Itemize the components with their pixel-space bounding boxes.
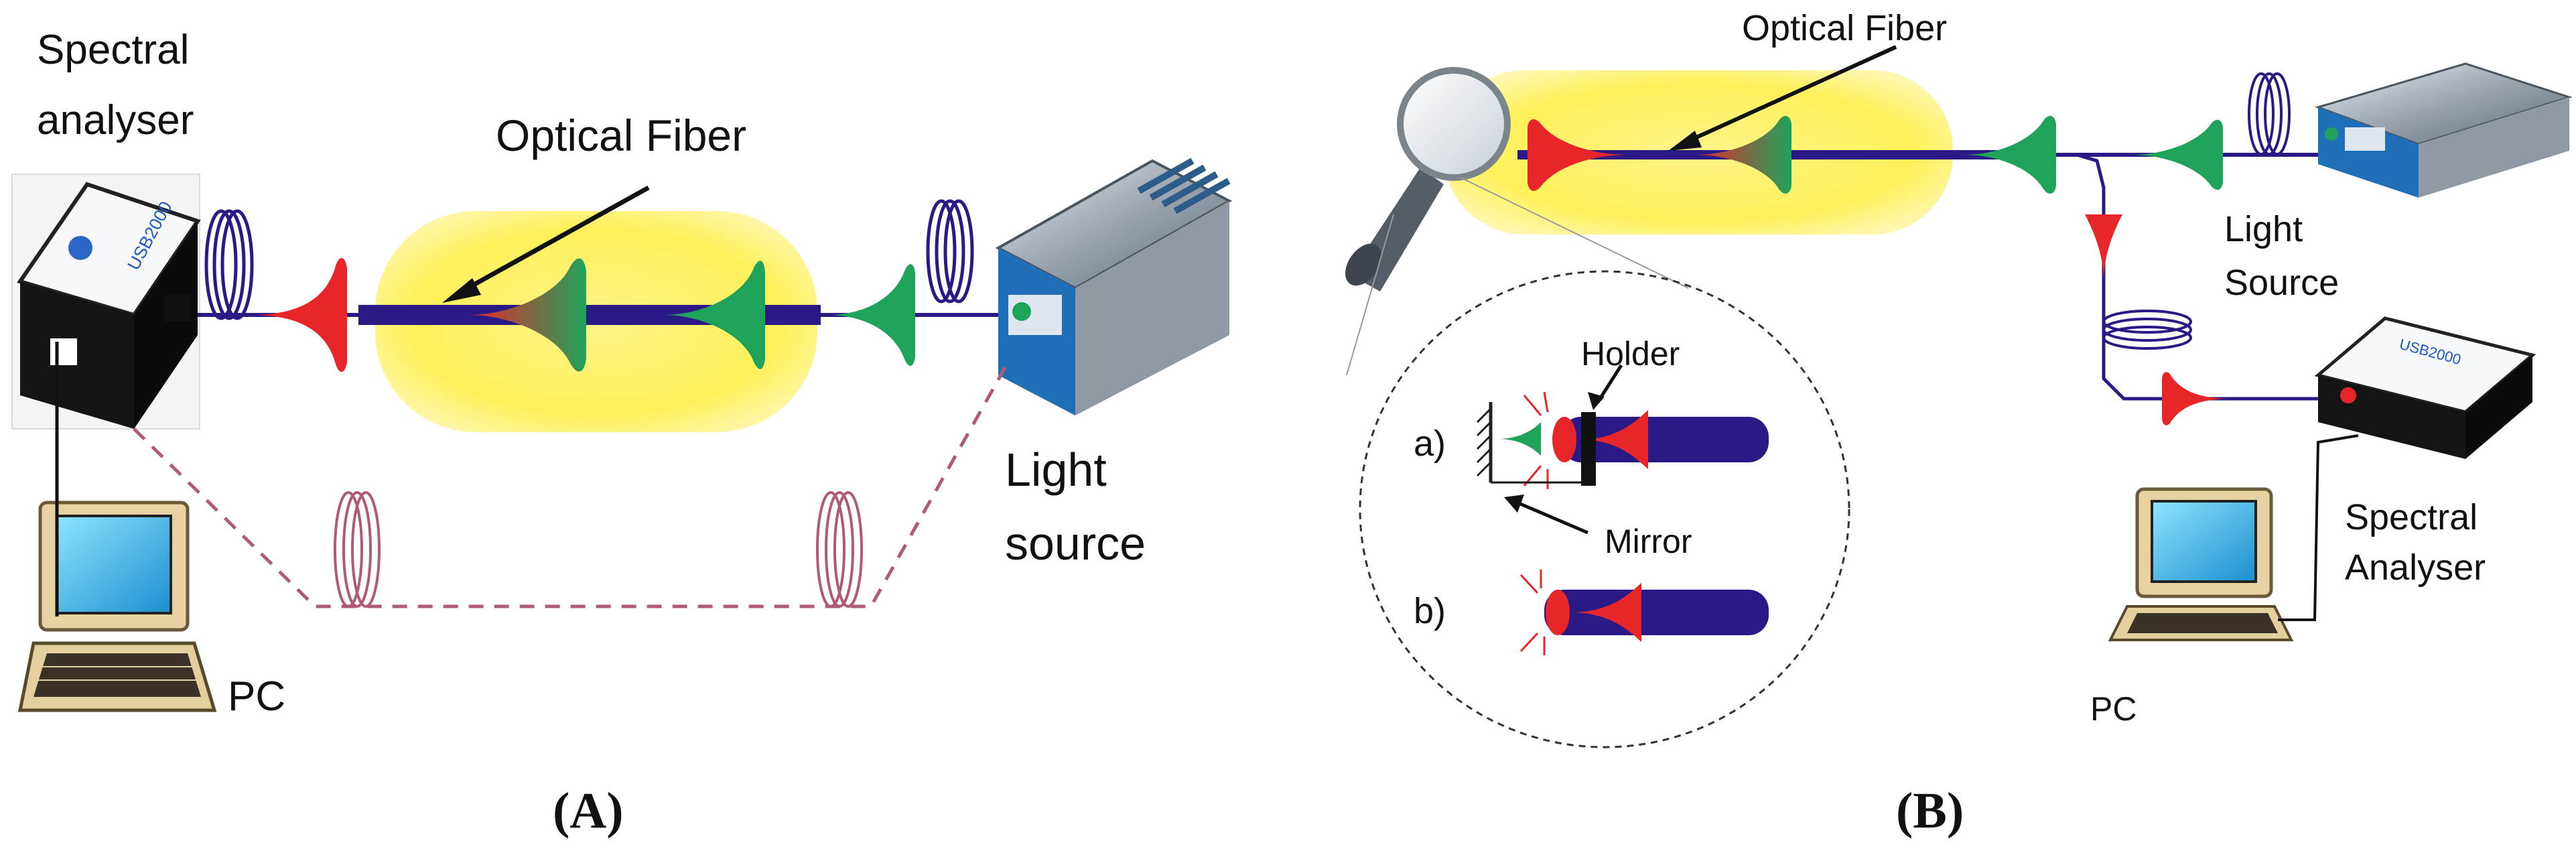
green-signal-a2 <box>827 264 915 367</box>
spectral-label-b-line2: Analyser <box>2345 547 2486 588</box>
pc-a <box>17 501 217 712</box>
detail-a <box>1476 391 1769 489</box>
spectral-analyser-device-b: USB2000 <box>2314 316 2536 459</box>
mirror-label: Mirror <box>1605 523 1692 560</box>
panel-b: USB2000 <box>1345 8 2573 839</box>
light-source-device-a <box>995 157 1233 415</box>
zoom-circle <box>1359 270 1850 748</box>
dashed-coil-a-right <box>816 491 863 608</box>
light-label-b-line2: Source <box>2224 263 2339 303</box>
light-label-a-line1: Light <box>1005 444 1107 496</box>
red-signal-b1 <box>1528 119 1628 191</box>
fiber-coil-a-left <box>204 209 254 320</box>
holder-label: Holder <box>1581 335 1680 373</box>
pc-label-a: PC <box>228 673 285 720</box>
mixed-signal-b <box>1695 116 1791 194</box>
pc-cable-b <box>2278 434 2359 621</box>
green-signal-b2 <box>2130 119 2223 190</box>
detail-b <box>1519 570 1769 655</box>
green-signal-b1 <box>1963 116 2056 194</box>
pc-b <box>2108 487 2294 641</box>
fiber-arrow-a <box>454 185 650 298</box>
option-b-label: b) <box>1414 591 1446 631</box>
fiber-arrow-b <box>1680 45 1897 146</box>
fiber-arrowhead-a <box>442 278 481 303</box>
fiber-label-b: Optical Fiber <box>1742 8 1947 48</box>
zoom-guide-right <box>1460 177 1689 289</box>
light-label-a-line2: source <box>1005 517 1146 570</box>
option-a-label: a) <box>1414 423 1446 464</box>
holder-clamp <box>1581 412 1596 486</box>
zoom-guide-left <box>1346 214 1394 376</box>
mirror-arrowhead <box>1504 495 1524 513</box>
fiber-branch-b <box>2076 153 2345 401</box>
spectral-analyser-device-a: USB2000 <box>11 174 201 430</box>
light-label-b-line1: Light <box>2224 209 2303 249</box>
spectral-label-a-line1: Spectral <box>37 27 189 73</box>
mirror-arrow <box>1513 499 1588 535</box>
red-signal-a <box>251 258 347 372</box>
fiber-arrowhead-b <box>1668 131 1702 151</box>
dashed-coil-a-left <box>334 491 381 608</box>
fiber-label-a: Optical Fiber <box>496 111 746 160</box>
spectral-label-a-line2: analyser <box>37 97 194 143</box>
fiber-coil-a-right <box>926 199 974 304</box>
caption-a: (A) <box>553 783 624 839</box>
magnifier-icon <box>1345 67 1511 291</box>
red-signal-b2 <box>2085 214 2122 281</box>
caption-b: (B) <box>1896 783 1964 839</box>
pc-label-b: PC <box>2090 690 2137 728</box>
holder-arrowhead <box>1588 392 1605 410</box>
fiber-coil-b-top <box>2248 72 2291 155</box>
green-signal-a1 <box>663 261 765 369</box>
mixed-signal-a <box>469 258 586 372</box>
panel-a: USB2000 <box>11 27 1233 839</box>
spectral-label-b-line1: Spectral <box>2345 497 2478 537</box>
red-signal-b3 <box>2162 372 2231 425</box>
light-source-device-b <box>2315 62 2573 198</box>
dashed-link-a <box>133 360 1010 608</box>
fiber-coil-b-mid <box>2102 310 2192 350</box>
